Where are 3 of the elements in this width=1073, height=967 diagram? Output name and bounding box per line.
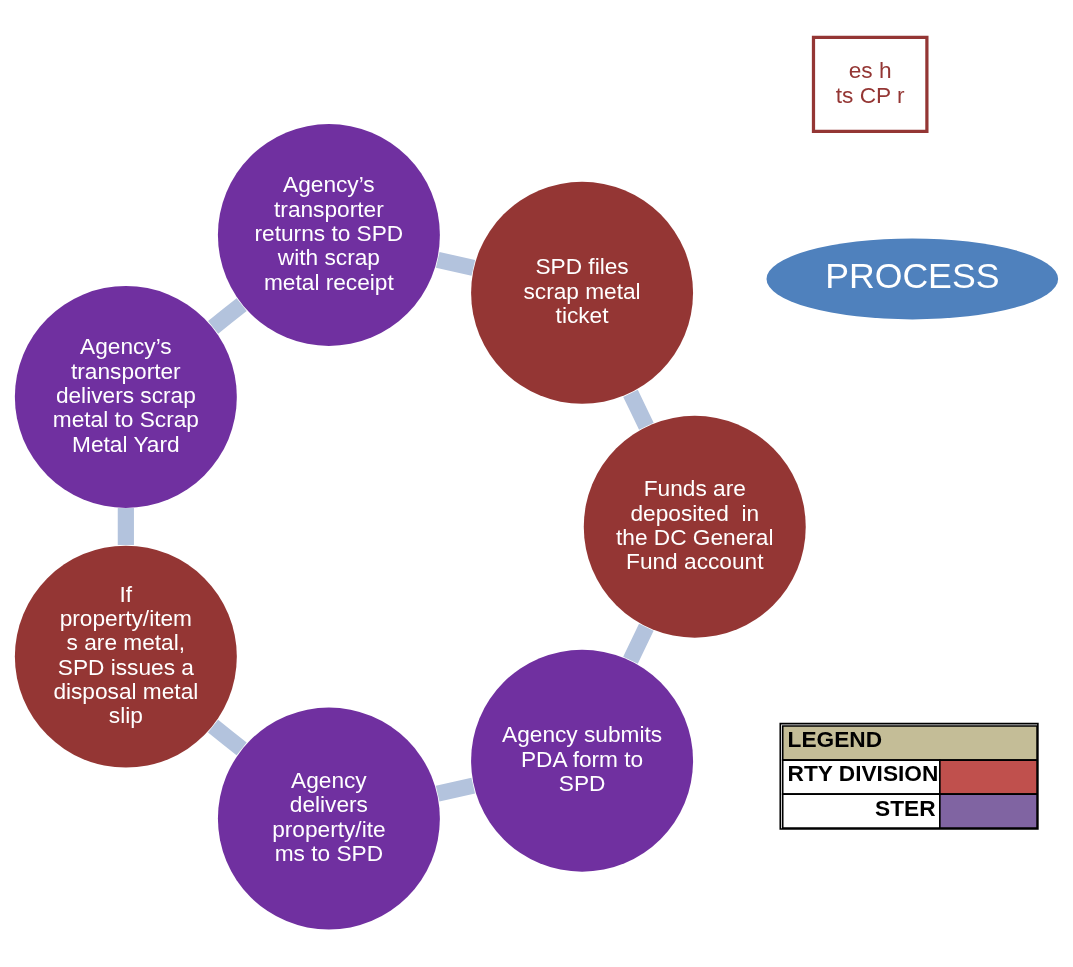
legend-label: STER bbox=[875, 794, 936, 821]
label: LEGEND bbox=[787, 726, 883, 753]
legend-label: RTY DIVISION bbox=[787, 760, 939, 787]
